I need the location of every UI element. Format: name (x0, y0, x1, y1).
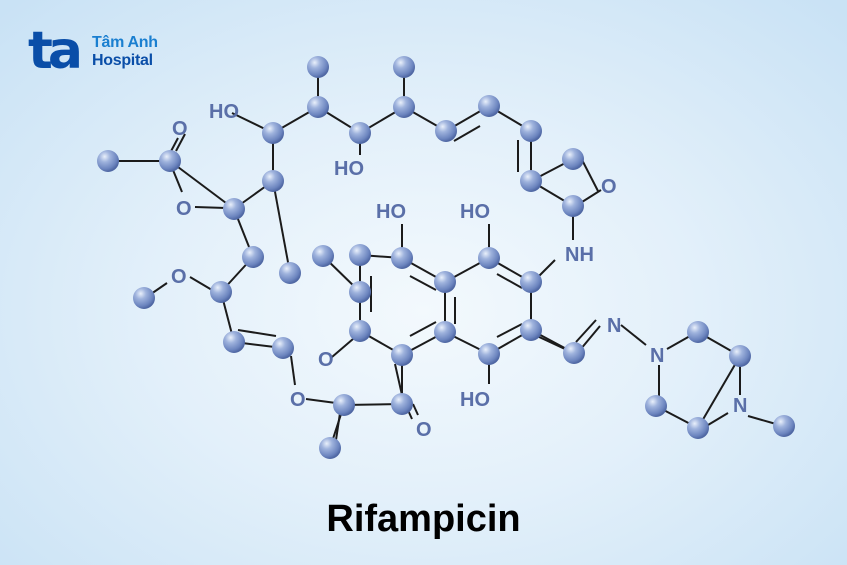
atom-label-ho-ring-left: HO (376, 201, 406, 223)
atom-label-n-piperazine-1: N (650, 345, 664, 367)
heteroatom-bond (666, 335, 691, 350)
carbon-atom (159, 150, 181, 172)
atom-label-ho-ring-bottom: HO (460, 389, 490, 411)
carbon-atom (393, 96, 415, 118)
molecule-title: Rifampicin (326, 498, 521, 540)
atom-label-n-piperazine-4: N (733, 395, 747, 417)
heteroatom-bond (231, 112, 266, 130)
carbon-atom (319, 437, 341, 459)
heteroatom-bond (620, 324, 647, 346)
carbon-atom (272, 337, 294, 359)
carbon-atom (520, 271, 542, 293)
heteroatom-bond (189, 276, 213, 291)
bond (697, 355, 741, 429)
atom-label-ho-ring-right: HO (460, 201, 490, 223)
atom-label-ho-upper-mid: HO (334, 158, 364, 180)
heteroatom-bond (747, 415, 777, 425)
heteroatom-bond (536, 335, 568, 351)
carbon-atom (563, 342, 585, 364)
carbon-atom (312, 245, 334, 267)
carbon-atom (349, 244, 371, 266)
logo-mark: ta (28, 21, 83, 81)
carbon-atom (520, 170, 542, 192)
carbon-atom (435, 120, 457, 142)
double-bond-line (237, 329, 277, 337)
heteroatom-bond (579, 325, 601, 351)
carbon-atom (262, 122, 284, 144)
heteroatom-bond (538, 259, 556, 277)
carbon-atom (562, 195, 584, 217)
heteroatom-bond (172, 169, 183, 193)
carbon-atom (97, 150, 119, 172)
carbon-atom (349, 320, 371, 342)
heteroatom-bond (305, 398, 337, 404)
atom-label-o-furan: O (318, 349, 334, 371)
double-bond-line (496, 273, 523, 289)
double-bond-line (453, 125, 481, 142)
double-bond-line (496, 323, 523, 338)
heteroatom-bond (175, 133, 186, 152)
carbon-atom (520, 319, 542, 341)
carbon-atom (729, 345, 751, 367)
atom-layer (97, 56, 795, 459)
bond (169, 160, 235, 210)
carbon-atom (687, 417, 709, 439)
atom-label-o-ketone: O (416, 419, 432, 441)
carbon-atom (562, 148, 584, 170)
atom-label-nh-amide: NH (565, 244, 594, 266)
atom-label-o-acetyl-carbonyl: O (172, 118, 188, 140)
carbon-atom (307, 96, 329, 118)
carbon-atom (478, 247, 500, 269)
carbon-atom (645, 395, 667, 417)
carbon-atom (391, 247, 413, 269)
carbon-atom (520, 120, 542, 142)
heteroatom-bond (575, 319, 597, 343)
double-bond-line (409, 275, 437, 291)
bond (272, 180, 291, 274)
atom-label-o-amide: O (601, 176, 617, 198)
carbon-atom (393, 56, 415, 78)
carbon-atom (478, 95, 500, 117)
logo-text-hospital: Hospital (92, 52, 153, 69)
carbon-atom (262, 170, 284, 192)
atom-label-n-imine: N (607, 315, 621, 337)
carbon-atom (223, 331, 245, 353)
carbon-atom (773, 415, 795, 437)
heteroatom-bond (331, 338, 354, 358)
carbon-atom (242, 246, 264, 268)
heteroatom-bond (150, 282, 168, 295)
hospital-logo: ta Tâm Anh Hospital (28, 21, 178, 81)
heteroatom-bond (335, 412, 341, 441)
carbon-atom (478, 343, 500, 365)
carbon-atom (687, 321, 709, 343)
carbon-atom (391, 393, 413, 415)
carbon-atom (307, 56, 329, 78)
carbon-atom (349, 122, 371, 144)
double-bond-line (409, 321, 437, 337)
carbon-atom (434, 271, 456, 293)
carbon-atom (133, 287, 155, 309)
heteroatom-bond (290, 355, 296, 386)
carbon-atom (391, 344, 413, 366)
heteroatom-bond (194, 206, 227, 209)
logo-text-tam-anh: Tâm Anh (92, 34, 158, 51)
atom-label-o-ansa: O (290, 389, 306, 411)
atom-label-ho-upper-left: HO (209, 101, 239, 123)
carbon-atom (210, 281, 232, 303)
atom-label-o-acetyl-ester: O (176, 198, 192, 220)
heteroatom-bond (412, 403, 419, 416)
carbon-atom (349, 281, 371, 303)
carbon-atom (333, 394, 355, 416)
carbon-atom (223, 198, 245, 220)
heteroatom-bond (394, 363, 403, 396)
atom-label-o-methoxy: O (171, 266, 187, 288)
carbon-atom (434, 321, 456, 343)
heteroatom-bond (581, 189, 602, 203)
carbon-atom (279, 262, 301, 284)
